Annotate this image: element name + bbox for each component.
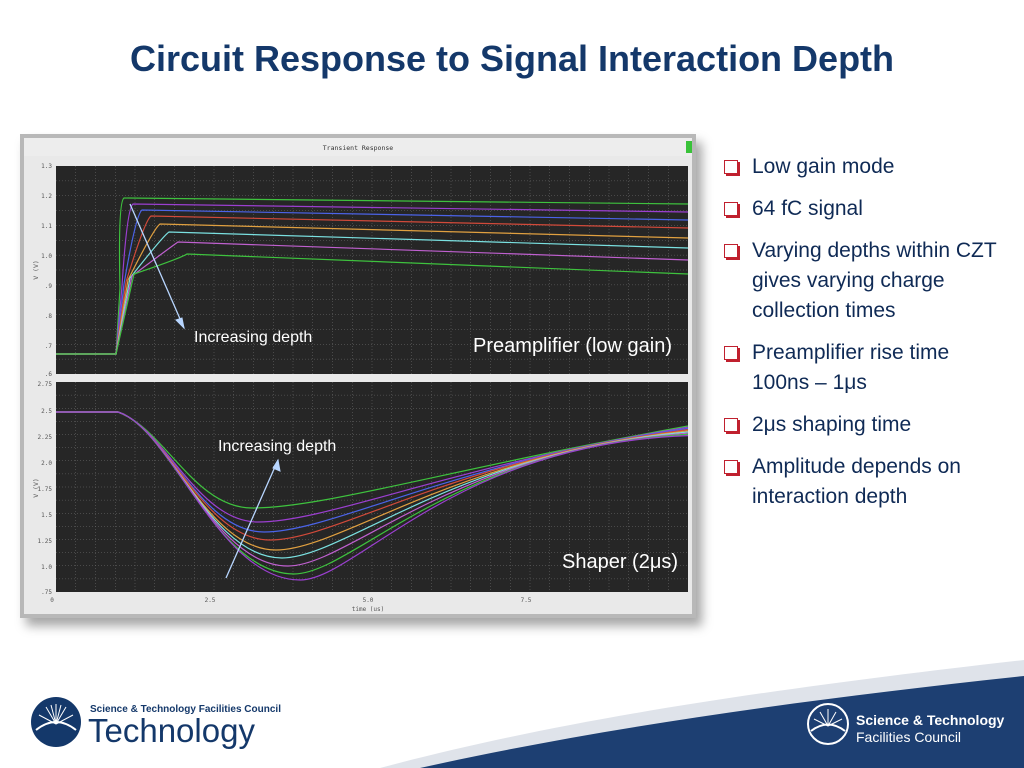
top-depth-arrowhead: [175, 317, 185, 330]
top-y-tick: 1.1: [41, 223, 52, 230]
slide-title: Circuit Response to Signal Interaction D…: [129, 38, 895, 79]
checkbox-bullet-icon: [724, 244, 738, 258]
bottom-y-tick: .75: [41, 589, 52, 596]
checkbox-bullet-icon: [724, 418, 738, 432]
bottom-depth-arrow: [225, 459, 279, 579]
bottom-depth-arrowhead: [272, 458, 281, 472]
bullet-text: 2μs shaping time: [752, 413, 912, 436]
top-y-axis-label: V (V): [32, 260, 40, 280]
bottom-y-tick: 1.75: [38, 486, 53, 493]
bottom-y-tick: 1.5: [41, 512, 52, 519]
shaper-trace: [56, 411, 689, 509]
checkbox-bullet-icon: [724, 460, 738, 474]
stfc-sunburst-logo-icon: [807, 703, 849, 745]
shaper-trace: [56, 411, 689, 581]
bullet-list: Low gain mode 64 fC signal Varying depth…: [722, 152, 1012, 524]
preamp-trace: [56, 241, 689, 355]
preamp-trace: [56, 209, 689, 355]
bullet-item: 2μs shaping time: [722, 410, 1012, 440]
bottom-y-tick: 1.25: [38, 538, 53, 545]
x-tick: 0: [50, 597, 54, 604]
bottom-annotation: Increasing depth: [218, 438, 336, 455]
logo-council-name: Science & Technology Facilities Council: [90, 704, 281, 715]
preamp-trace: [56, 215, 689, 355]
x-axis-label: time (us): [352, 606, 385, 613]
logo-line-1: Science & Technology: [856, 712, 1005, 728]
window-title: Transient Response: [323, 144, 394, 152]
top-y-tick: 1.0: [41, 253, 52, 260]
preamp-trace: [56, 197, 689, 355]
bottom-y-axis-label: V (V): [32, 478, 40, 498]
checkbox-bullet-icon: [724, 346, 738, 360]
preamp-label: Preamplifier (low gain): [473, 335, 672, 357]
bottom-y-tick: 2.0: [41, 460, 52, 467]
checkbox-bullet-icon: [724, 202, 738, 216]
logo-line-2: Facilities Council: [856, 729, 962, 745]
checkbox-bullet-icon: [724, 160, 738, 174]
stfc-technology-logo: Science & Technology Facilities Council …: [30, 696, 281, 753]
bullet-item: Preamplifier rise time 100ns – 1μs: [722, 338, 1012, 398]
top-y-tick: 1.2: [41, 193, 52, 200]
bottom-y-tick: 1.0: [41, 564, 52, 571]
preamp-trace: [56, 253, 689, 355]
top-y-tick: .8: [45, 313, 53, 320]
bottom-y-tick: 2.25: [38, 434, 53, 441]
bottom-y-tick: 2.75: [38, 381, 53, 388]
bullet-item: Varying depths within CZT gives varying …: [722, 236, 1012, 326]
top-depth-arrow: [129, 203, 185, 329]
shaper-trace: [56, 411, 689, 523]
x-tick: 2.5: [205, 597, 216, 604]
bottom-y-tick: 2.5: [41, 408, 52, 415]
top-y-tick: .7: [45, 343, 53, 350]
bullet-text: Preamplifier rise time 100ns – 1μs: [752, 341, 950, 394]
top-y-tick: .6: [45, 371, 53, 378]
bullet-item: 64 fC signal: [722, 194, 1012, 224]
bullet-text: Amplitude depends on interaction depth: [752, 455, 961, 508]
bullet-text: Low gain mode: [752, 155, 895, 178]
shaper-panel: 2.75 2.5 2.25 2.0 1.75 1.5 1.25 1.0 .75 …: [32, 381, 689, 596]
transient-response-plot: Transient Response 1.3 1.2 1.1 1.0 .9 .8…: [24, 138, 692, 614]
stfc-council-logo: Science & Technology Facilities Council: [806, 702, 1004, 751]
stfc-sunburst-logo-icon: [31, 697, 81, 747]
bullet-text: 64 fC signal: [752, 197, 863, 220]
x-tick: 7.5: [521, 597, 532, 604]
top-y-tick: .9: [45, 283, 53, 290]
simulation-screenshot: Transient Response 1.3 1.2 1.1 1.0 .9 .8…: [20, 134, 696, 618]
top-annotation: Increasing depth: [194, 329, 312, 346]
preamp-trace: [56, 231, 689, 355]
logo-technology: Technology: [88, 712, 255, 749]
x-tick: 5.0: [363, 597, 374, 604]
bullet-item: Low gain mode: [722, 152, 1012, 182]
bullet-item: Amplitude depends on interaction depth: [722, 452, 1012, 512]
preamp-panel: 1.3 1.2 1.1 1.0 .9 .8 .7 .6 V (V) Increa…: [32, 163, 689, 378]
preamp-trace: [56, 203, 689, 355]
bullet-text: Varying depths within CZT gives varying …: [752, 239, 997, 322]
shaper-label: Shaper (2μs): [562, 551, 678, 573]
top-y-tick: 1.3: [41, 163, 52, 170]
